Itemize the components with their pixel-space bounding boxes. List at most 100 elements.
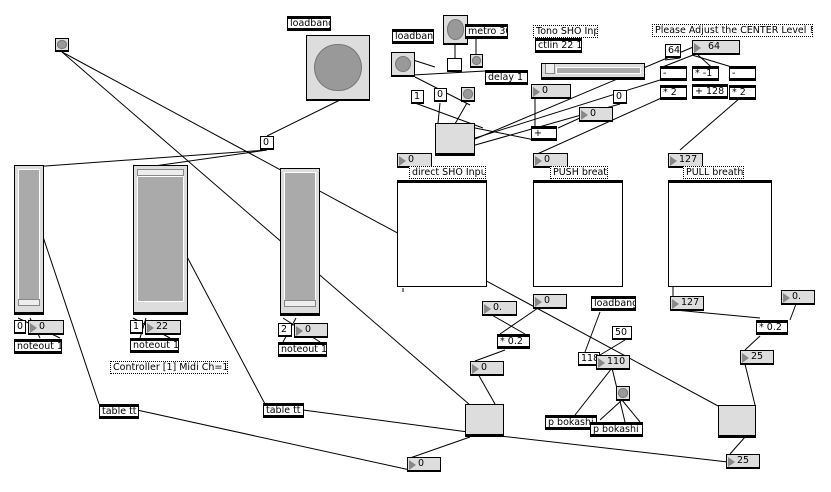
- number-box[interactable]: 0: [531, 84, 571, 99]
- times-object[interactable]: * -1: [692, 66, 719, 81]
- number-box[interactable]: 22: [145, 320, 181, 335]
- message-1[interactable]: 1: [411, 90, 424, 104]
- bang-button[interactable]: [470, 54, 483, 68]
- number-box[interactable]: 0.: [482, 301, 517, 316]
- patch-cord: [474, 349, 506, 362]
- message-0[interactable]: 0: [434, 88, 447, 102]
- noteout-object[interactable]: noteout 1: [130, 338, 179, 353]
- patch-cord: [789, 303, 797, 321]
- number-box[interactable]: 127: [670, 296, 704, 311]
- minus-object[interactable]: -: [660, 66, 687, 81]
- toggle[interactable]: [443, 15, 468, 45]
- patch-cord: [744, 363, 756, 406]
- number-box[interactable]: 0: [28, 320, 64, 335]
- controller-comment: Controller [1] Midi Ch=1: [110, 361, 228, 374]
- message-0[interactable]: 0: [260, 136, 274, 150]
- patch-cord: [61, 51, 721, 408]
- patch-cord: [477, 373, 496, 405]
- push-label: PUSH breath: [550, 166, 608, 179]
- direct-label: direct SHO Input: [409, 166, 486, 179]
- bang-button[interactable]: [391, 52, 415, 77]
- horizontal-slider[interactable]: [541, 63, 645, 80]
- multiply-object[interactable]: * 0.2: [497, 334, 530, 349]
- direct-graph[interactable]: [397, 180, 487, 287]
- loadbang-object[interactable]: loadbang: [392, 29, 434, 44]
- noteout-object[interactable]: noteout 1: [14, 339, 62, 354]
- gate-switch[interactable]: [435, 123, 475, 156]
- plus-object[interactable]: + 128: [692, 84, 728, 99]
- channel-msg-1[interactable]: 0: [14, 320, 26, 334]
- number-box[interactable]: 25: [740, 350, 774, 365]
- patch-cord: [599, 339, 626, 356]
- patch-cord: [691, 54, 736, 69]
- pull-graph[interactable]: [668, 180, 772, 287]
- patch-cord: [17, 149, 268, 169]
- patch-cord: [744, 335, 761, 351]
- toggle-box[interactable]: [55, 38, 69, 52]
- patch-cord: [266, 99, 341, 137]
- center-number[interactable]: 64: [692, 40, 740, 55]
- number-box[interactable]: 0.: [781, 290, 815, 305]
- bokashi-subpatch[interactable]: p bokashi: [590, 422, 643, 437]
- patch-cord: [412, 59, 436, 68]
- multiply-object[interactable]: * 0.2: [756, 320, 788, 335]
- message-50[interactable]: 50: [612, 326, 632, 340]
- big-bang-button[interactable]: [306, 35, 370, 101]
- patch-cord: [534, 94, 669, 156]
- number-box[interactable]: 0: [470, 361, 504, 376]
- bang-button[interactable]: [616, 386, 630, 401]
- loadbang-object[interactable]: loadbang: [287, 16, 331, 31]
- patch-cord: [679, 97, 741, 151]
- table-object[interactable]: table tt: [99, 404, 139, 419]
- patch-cord: [574, 367, 613, 416]
- slider-1[interactable]: [14, 165, 44, 315]
- table-object[interactable]: table tt: [263, 403, 304, 418]
- patch-cord: [584, 311, 601, 353]
- noteout-object[interactable]: noteout 1: [278, 342, 327, 357]
- patch-cord: [499, 435, 729, 463]
- push-graph[interactable]: [533, 180, 623, 287]
- message-box[interactable]: [447, 58, 462, 72]
- slider-2[interactable]: [133, 165, 188, 315]
- number-box[interactable]: 110: [596, 355, 630, 370]
- adjust-comment: Please Adjust the CENTER Level !!: [652, 24, 813, 37]
- patch-cord: [499, 307, 539, 335]
- patch-cord: [136, 409, 411, 471]
- message-64[interactable]: 64: [665, 44, 681, 58]
- patch-cord: [302, 409, 469, 433]
- times-object[interactable]: * 2: [729, 85, 756, 100]
- patch-cord: [409, 436, 471, 459]
- bokashi-subpatch[interactable]: p bokashi: [545, 415, 597, 430]
- channel-msg-2[interactable]: 1: [130, 320, 143, 334]
- patch-cord: [412, 70, 486, 76]
- patch-cord: [437, 102, 441, 124]
- slider-3[interactable]: [280, 168, 320, 316]
- patch-cord: [664, 57, 681, 61]
- plus-object[interactable]: +: [531, 126, 557, 141]
- gate-switch[interactable]: [718, 405, 756, 438]
- metro-object[interactable]: metro 30: [465, 24, 508, 39]
- patch-cord: [436, 44, 699, 156]
- patch-cord: [621, 399, 641, 423]
- channel-msg-3[interactable]: 2: [278, 323, 292, 337]
- ctlin-object[interactable]: ctlin 22 1: [535, 38, 582, 53]
- number-box[interactable]: 0: [294, 323, 328, 338]
- patch-cord: [557, 117, 581, 129]
- number-box[interactable]: 25: [726, 454, 760, 469]
- patch-cord: [659, 54, 694, 69]
- times-object[interactable]: * 2: [660, 85, 687, 100]
- number-box[interactable]: 0: [579, 107, 613, 122]
- patch-cord: [599, 399, 623, 421]
- minus-object[interactable]: -: [729, 66, 756, 81]
- message-0[interactable]: 0: [613, 90, 627, 104]
- patch-cord: [729, 436, 746, 455]
- bang-button[interactable]: [461, 87, 475, 102]
- delay-object[interactable]: delay 1: [485, 70, 528, 85]
- loadbang-object[interactable]: loadbang: [591, 296, 636, 311]
- tono-comment: Tono SHO Input: [533, 25, 598, 38]
- gate-switch[interactable]: [465, 404, 504, 437]
- patch-cord: [474, 127, 536, 141]
- pull-label: PULL breath: [683, 166, 744, 179]
- number-box[interactable]: 0: [407, 457, 441, 472]
- number-box[interactable]: 0: [533, 294, 567, 309]
